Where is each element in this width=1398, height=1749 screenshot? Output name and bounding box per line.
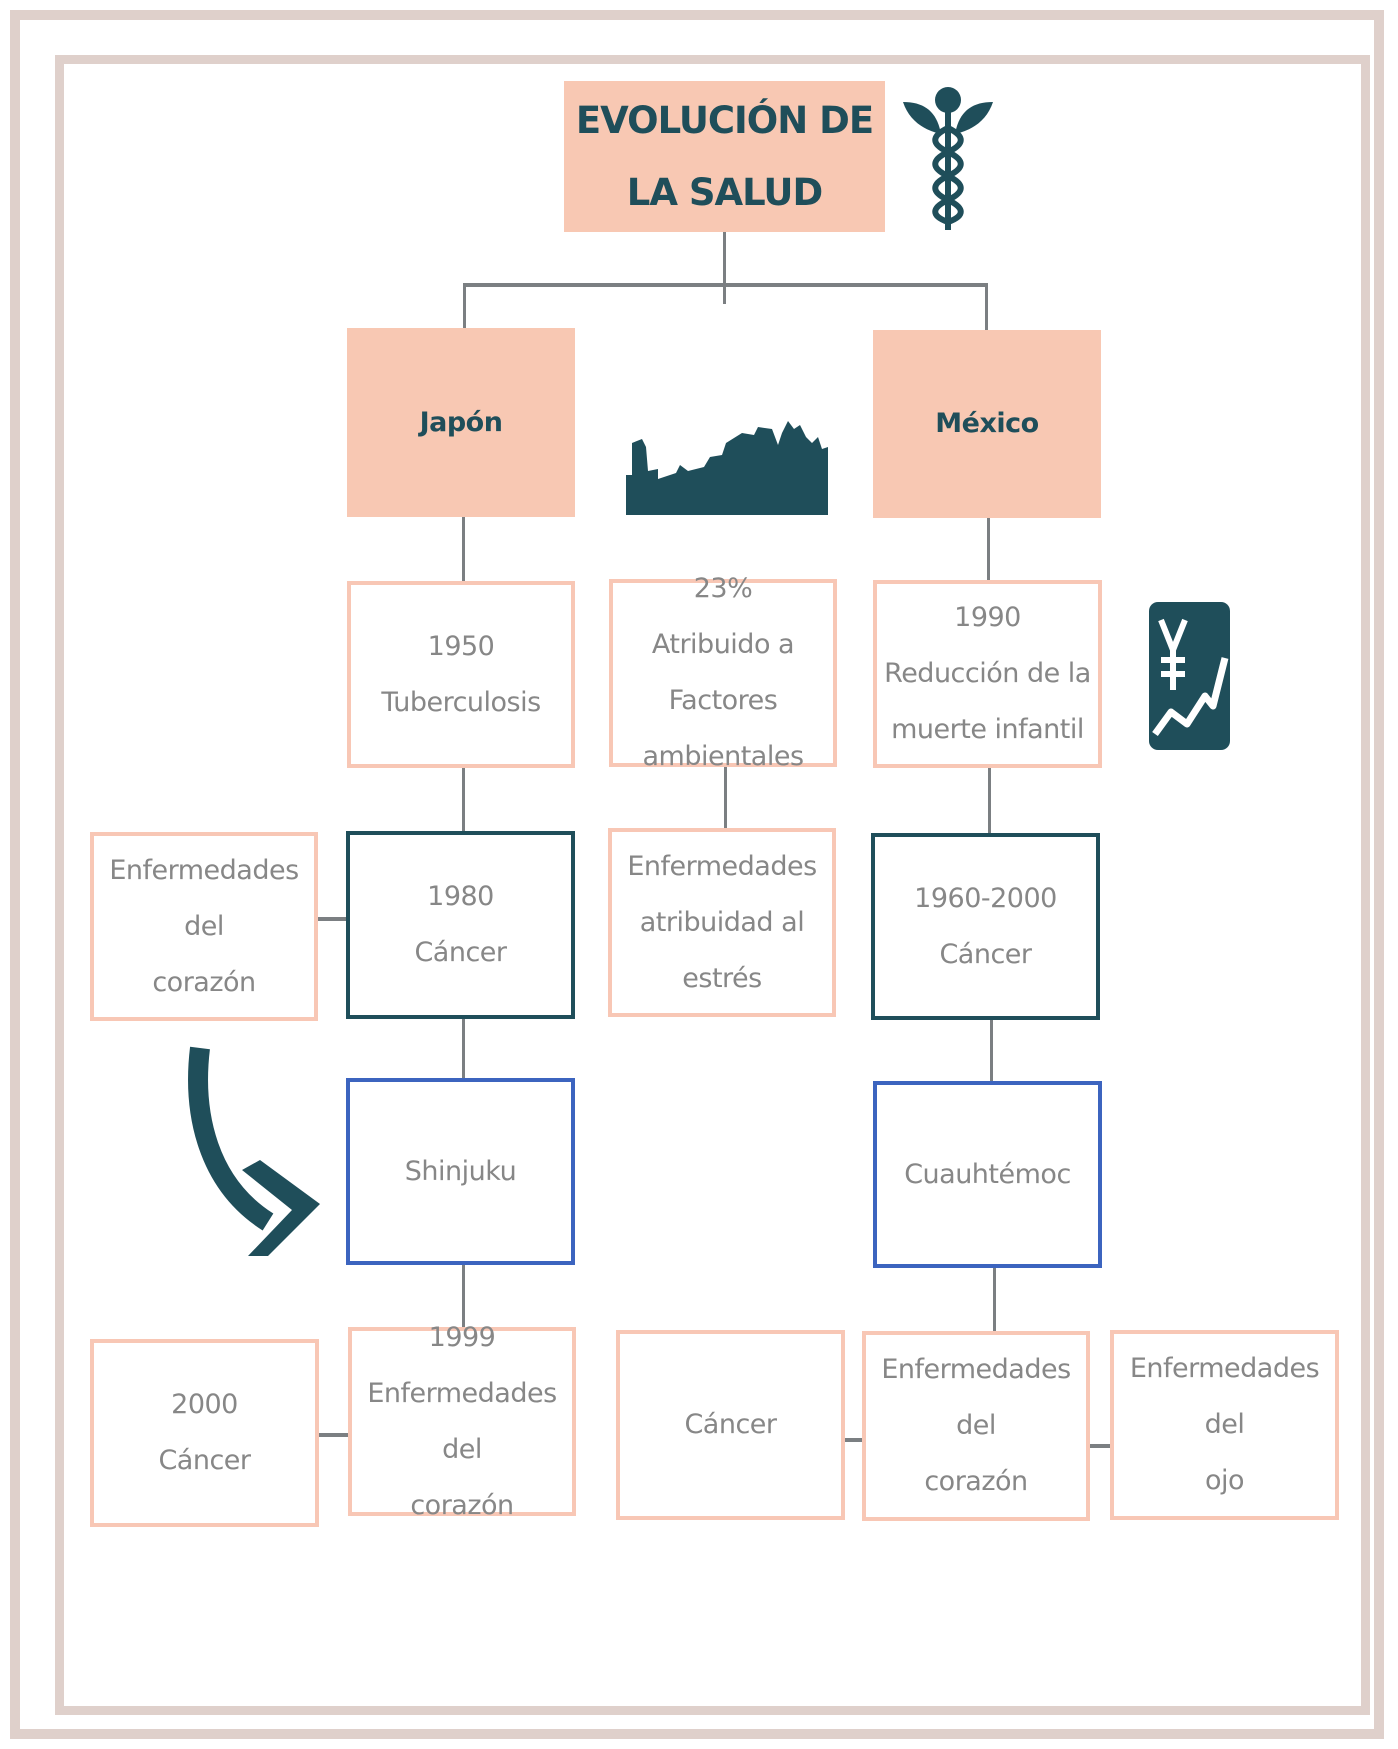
cuauhtemoc-label: Cuauhtémoc — [904, 1158, 1071, 1190]
center-attr-box: 23% Atribuido a Factores ambientales — [609, 573, 837, 772]
japan-1950-box: 1950 Tuberculosis — [347, 581, 575, 768]
japan-1999-year: 1999 — [428, 1321, 496, 1353]
connector-mexico-city — [990, 1020, 993, 1081]
connector-mexico-drop — [985, 283, 988, 330]
japan-heading: Japón — [419, 406, 503, 438]
shinjuku-label: Shinjuku — [404, 1155, 517, 1187]
mexico-eye-line1: Enfermedades del — [1129, 1353, 1320, 1440]
mexico-heart-box: Enfermedades del corazón — [862, 1331, 1090, 1521]
japan-2000-year: 2000 — [171, 1389, 238, 1420]
japan-heading-box: Japón — [347, 328, 575, 517]
outer-frame — [10, 10, 1384, 1739]
curved-arrow-icon — [188, 1046, 320, 1256]
connector-japan-1999 — [462, 1265, 465, 1327]
mexico-heading-box: México — [873, 330, 1101, 518]
japan-heart-line1: Enfermedades del — [109, 854, 299, 942]
yen-growth-icon — [1149, 602, 1230, 750]
mexico-1990-box: 1990 Reducción de la muerte infantil — [873, 580, 1102, 768]
title-box: EVOLUCIÓN DE LA SALUD — [564, 81, 885, 232]
mexico-range-text: Cáncer — [939, 938, 1032, 970]
inner-frame — [55, 55, 1370, 1715]
connector-mexico-heart — [993, 1268, 996, 1331]
center-attr-line2: ambientales — [642, 741, 804, 772]
page-title: EVOLUCIÓN DE LA SALUD — [575, 98, 874, 214]
mexico-heading: México — [935, 408, 1039, 439]
mexico-eye-line2: ojo — [1204, 1465, 1245, 1496]
center-stress-line2: atribuidad al estrés — [639, 906, 805, 994]
connector-cancer-heart — [836, 1438, 872, 1442]
connector-title-stem — [723, 232, 726, 304]
japan-1980-year: 1980 — [427, 881, 494, 912]
center-stress-line1: Enfermedades — [627, 850, 817, 882]
japan-1999-line1: Enfermedades del — [367, 1377, 557, 1465]
japan-1950-year: 1950 — [427, 630, 495, 662]
mexico-1990-year: 1990 — [954, 602, 1021, 633]
japan-2000-box: 2000 Cáncer — [90, 1339, 319, 1527]
connector-heart-1980 — [313, 917, 346, 921]
japan-1999-line2: corazón — [410, 1489, 514, 1521]
cuauhtemoc-box: Cuauhtémoc — [873, 1081, 1102, 1268]
connector-heart-eye — [1087, 1444, 1121, 1448]
japan-2000-text: Cáncer — [158, 1445, 251, 1476]
mexico-range-box: 1960-2000 Cáncer — [871, 833, 1100, 1020]
japan-1950-text: Tuberculosis — [381, 686, 541, 718]
japan-heart-box: Enfermedades del corazón — [90, 832, 318, 1021]
center-attr-line1: Atribuido a Factores — [651, 629, 795, 716]
center-stress-box: Enfermedades atribuidad al estrés — [608, 828, 836, 1017]
connector-horizontal-bar — [463, 283, 988, 287]
mexico-eye-box: Enfermedades del ojo — [1110, 1330, 1339, 1520]
connector-mexico-1990 — [987, 518, 990, 580]
japan-1980-text: Cáncer — [414, 937, 507, 968]
connector-japan-1950 — [462, 517, 465, 581]
mexico-heart-line1: Enfermedades del — [881, 1354, 1071, 1441]
connector-japan-shinjuku — [462, 1019, 465, 1078]
japan-1980-box: 1980 Cáncer — [346, 831, 575, 1019]
connector-center-stress — [724, 767, 727, 828]
mexico-1990-line2: muerte infantil — [891, 714, 1084, 745]
center-pct: 23% — [693, 573, 753, 604]
connector-mexico-range — [988, 768, 991, 833]
caduceus-icon — [903, 87, 993, 230]
connector-japan-drop — [463, 283, 466, 328]
connector-japan-1980 — [462, 768, 465, 831]
japan-heart-line2: corazón — [152, 966, 256, 998]
mexico-1990-line1: Reducción de la — [884, 658, 1091, 689]
mexico-heart-line2: corazón — [924, 1466, 1028, 1497]
japan-1999-box: 1999 Enfermedades del corazón — [348, 1322, 576, 1521]
mexico-cancer-text: Cáncer — [684, 1409, 777, 1440]
shinjuku-box: Shinjuku — [346, 1078, 575, 1265]
connector-2000-1999 — [313, 1433, 348, 1437]
city-skyline-icon — [626, 421, 828, 515]
mexico-cancer-box: Cáncer — [616, 1330, 845, 1520]
mexico-range-year: 1960-2000 — [914, 882, 1057, 914]
